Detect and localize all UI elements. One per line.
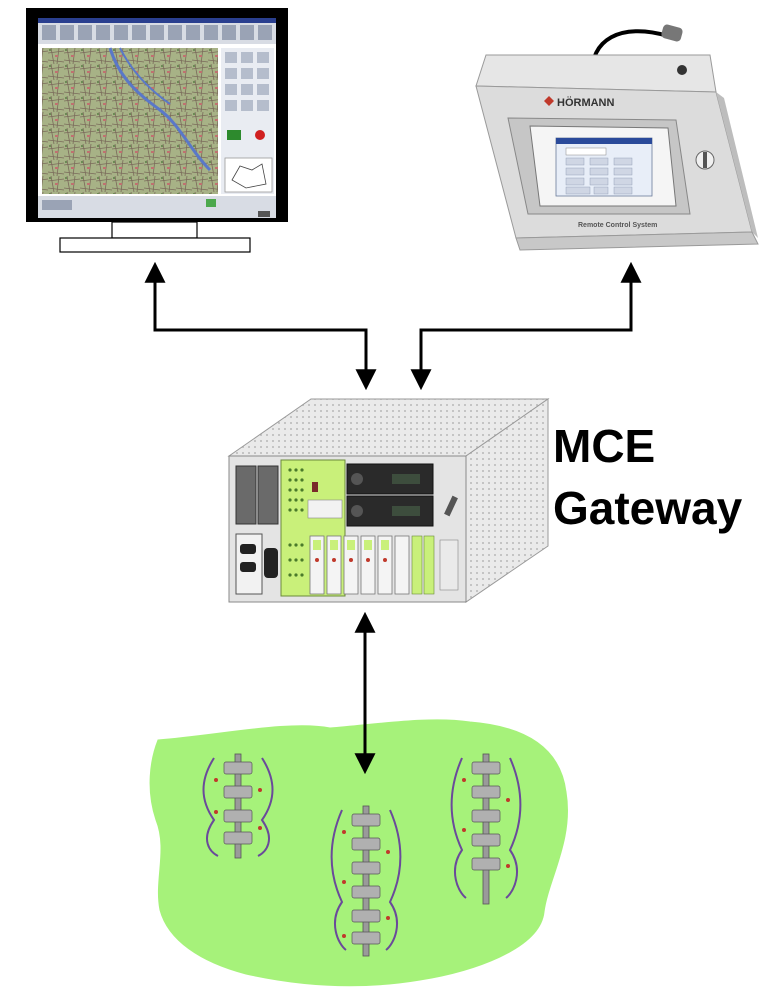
siren-tower-icon xyxy=(202,753,274,859)
gateway-label-line2: Gateway xyxy=(553,482,743,534)
arrow-console-gateway xyxy=(410,261,642,391)
arrow-monitor-gateway xyxy=(144,261,377,391)
siren-tower-icon xyxy=(450,753,522,905)
console-brand: HÖRMANN xyxy=(557,96,614,109)
pc-monitor-icon xyxy=(26,8,288,253)
console-caption: Remote Control System xyxy=(578,222,657,229)
gateway-rack-icon xyxy=(227,398,550,603)
gateway-label-line1: MCE xyxy=(553,420,655,472)
siren-tower-icon xyxy=(330,805,402,957)
control-console-icon: HÖRMANN Remote Control System xyxy=(475,24,759,251)
siren-field xyxy=(149,719,568,987)
